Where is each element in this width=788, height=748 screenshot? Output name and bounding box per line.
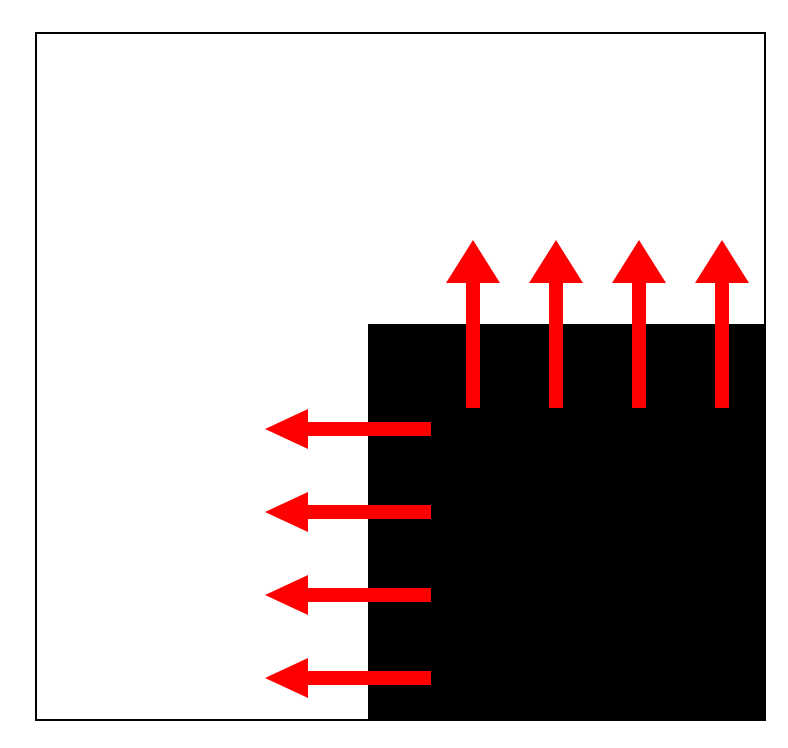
arrow-left-icon — [265, 658, 431, 698]
up-arrows-group — [446, 240, 749, 408]
left-arrows-group — [265, 409, 431, 698]
dark-corner-region — [368, 324, 765, 720]
arrow-up-icon — [529, 240, 583, 408]
arrow-left-icon — [265, 575, 431, 615]
arrow-up-icon — [695, 240, 749, 408]
arrow-left-icon — [265, 492, 431, 532]
arrow-left-icon — [265, 409, 431, 449]
arrow-up-icon — [612, 240, 666, 408]
arrow-up-icon — [446, 240, 500, 408]
